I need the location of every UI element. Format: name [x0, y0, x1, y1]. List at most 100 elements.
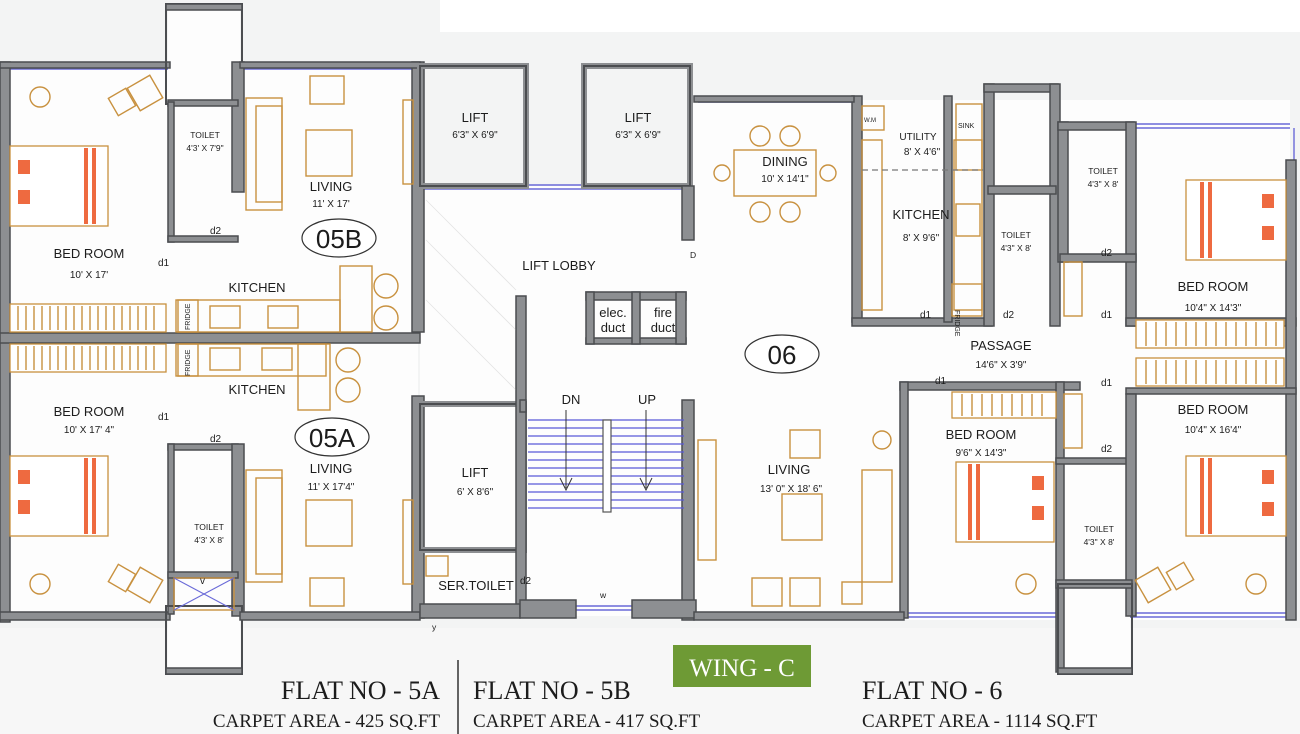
fridge-5a-label: FRIDGE: [185, 349, 192, 376]
walls: [0, 3, 1297, 675]
flat-6-title: FLAT NO - 6: [862, 676, 1002, 705]
utility-6-name: UTILITY: [899, 132, 937, 143]
toilet-6b-size: 4'3" X 8': [1088, 179, 1119, 189]
lift-lobby-label: LIFT LOBBY: [522, 258, 596, 273]
fixture-labels: FRIDGE FRIDGE FRIDGE SINK W.M: [185, 118, 975, 376]
living-5b-size: 11' X 17': [312, 199, 350, 210]
bed-5b-size: 10' X 17': [70, 270, 108, 281]
lift-1-name: LIFT: [462, 110, 489, 125]
dining-6-name: DINING: [762, 154, 808, 169]
elec-duct-line1: elec.: [599, 305, 626, 320]
bed-6c-name: BED ROOM: [946, 427, 1017, 442]
bed-6c-size: 9'6" X 14'3": [956, 448, 1007, 459]
door-mark-d1: d1: [1101, 310, 1113, 321]
wing-badge: WING - C: [673, 645, 811, 687]
flat-tag-05a: 05A: [294, 417, 370, 457]
bed-6a-name: BED ROOM: [1178, 279, 1249, 294]
flat-5b-title: FLAT NO - 5B: [473, 676, 631, 705]
room-labels: LIFT 6'3" X 6'9" LIFT 6'3" X 6'9" LIFT 6…: [54, 110, 1249, 593]
toilet-5a-name: TOILET: [194, 522, 224, 532]
door-mark-d2: d2: [210, 434, 222, 445]
living-5b-name: LIVING: [310, 179, 353, 194]
flat-tag-05b-text: 05B: [316, 224, 362, 254]
door-mark-d2: d2: [1003, 310, 1015, 321]
door-mark-d1: d1: [935, 376, 947, 387]
door-mark-d1: d1: [920, 310, 932, 321]
staircase: [528, 410, 684, 513]
door-mark-d2: d2: [520, 576, 532, 587]
bed-6b-size: 10'4" X 16'4": [1185, 425, 1242, 436]
living-5a-name: LIVING: [310, 461, 353, 476]
toilet-5a-size: 4'3' X 8': [194, 535, 224, 545]
flat-tag-05b: 05B: [301, 218, 377, 258]
flat-5a-area: CARPET AREA - 425 SQ.FT: [213, 711, 441, 732]
sink-6-label: SINK: [958, 123, 975, 130]
kitchen-5b-label: KITCHEN: [228, 280, 285, 295]
door-mark-d2: d2: [1101, 248, 1113, 259]
flat-6-area: CARPET AREA - 1114 SQ.FT: [862, 711, 1098, 732]
door-mark-d1: d1: [158, 412, 170, 423]
door-mark-d2: d2: [210, 226, 222, 237]
door-mark-y: y: [432, 622, 437, 632]
door-marks: d2 d1 d1 d2 v d2 w D y d1 d2 d1 d2 d1 d1…: [158, 226, 1113, 632]
flat-tag-06-text: 06: [768, 340, 797, 370]
kitchen-6-name: KITCHEN: [892, 207, 949, 222]
toilet-6c-name: TOILET: [1084, 524, 1114, 534]
door-mark-w: w: [599, 590, 607, 600]
stair-down-label: DN: [562, 392, 581, 407]
door-mark-big-d: D: [690, 250, 696, 260]
bed-5a-name: BED ROOM: [54, 404, 125, 419]
flat-tag-06: 06: [744, 334, 820, 374]
bed-5b-name: BED ROOM: [54, 246, 125, 261]
door-mark-v: v: [200, 576, 205, 587]
passage-6-size: 14'6" X 3'9": [976, 360, 1027, 371]
flat-5a-info: FLAT NO - 5A CARPET AREA - 425 SQ.FT: [213, 676, 441, 732]
fridge-5b-label: FRIDGE: [185, 303, 192, 330]
bed-6a-size: 10'4" X 14'3": [1185, 303, 1242, 314]
kitchen-5a-label: KITCHEN: [228, 382, 285, 397]
fire-duct-line2: duct: [651, 320, 676, 335]
wash-6-label: W.M: [864, 118, 876, 124]
stair-up-label: UP: [638, 392, 656, 407]
flat-6-info: FLAT NO - 6 CARPET AREA - 1114 SQ.FT: [862, 676, 1098, 732]
ser-toilet-label: SER.TOILET: [438, 578, 514, 593]
wing-badge-label: WING - C: [689, 655, 795, 682]
living-6-name: LIVING: [768, 462, 811, 477]
toilet-6a-size: 4'3" X 8': [1001, 243, 1032, 253]
flat-5a-title: FLAT NO - 5A: [281, 676, 440, 705]
lift-1-size: 6'3" X 6'9": [452, 130, 498, 141]
furniture-flat-5a: [9, 343, 449, 611]
toilet-6c-size: 4'3" X 8': [1084, 537, 1115, 547]
toilet-6b-name: TOILET: [1088, 166, 1118, 176]
bed-5a-size: 10' X 17' 4": [64, 425, 115, 436]
kitchen-6-size: 8' X 9'6": [903, 233, 940, 244]
toilet-5b-name: TOILET: [190, 130, 220, 140]
bed-6b-name: BED ROOM: [1178, 402, 1249, 417]
lift-3-name: LIFT: [462, 465, 489, 480]
dining-6-size: 10' X 14'1": [761, 174, 809, 185]
door-mark-d1: d1: [158, 258, 170, 269]
flat-tag-05a-text: 05A: [309, 423, 356, 453]
fridge-6-label: FRIDGE: [953, 310, 960, 337]
door-mark-d2: d2: [1101, 444, 1113, 455]
lobby-hatch: [425, 199, 517, 391]
living-6-size: 13' 0" X 18' 6": [760, 484, 823, 495]
top-strip: [440, 0, 1300, 32]
lift-2-name: LIFT: [625, 110, 652, 125]
living-5a-size: 11' X 17'4": [308, 482, 355, 493]
toilet-6a-name: TOILET: [1001, 230, 1031, 240]
door-mark-d1: d1: [1101, 378, 1113, 389]
elec-duct-line2: duct: [601, 320, 626, 335]
utility-6-size: 8' X 4'6": [904, 147, 941, 158]
lift-3-size: 6' X 8'6": [457, 487, 494, 498]
fire-duct-line1: fire: [654, 305, 672, 320]
passage-6-name: PASSAGE: [970, 338, 1032, 353]
furniture-flat-6: [697, 103, 1287, 607]
flat-5b-info: FLAT NO - 5B CARPET AREA - 417 SQ.FT: [473, 676, 701, 732]
flat-5b-area: CARPET AREA - 417 SQ.FT: [473, 711, 701, 732]
furniture-flat-5b: [9, 74, 414, 333]
wing-badge-bg: [673, 645, 811, 687]
lift-2-size: 6'3" X 6'9": [615, 130, 661, 141]
toilet-5b-size: 4'3' X 7'9": [186, 143, 223, 153]
